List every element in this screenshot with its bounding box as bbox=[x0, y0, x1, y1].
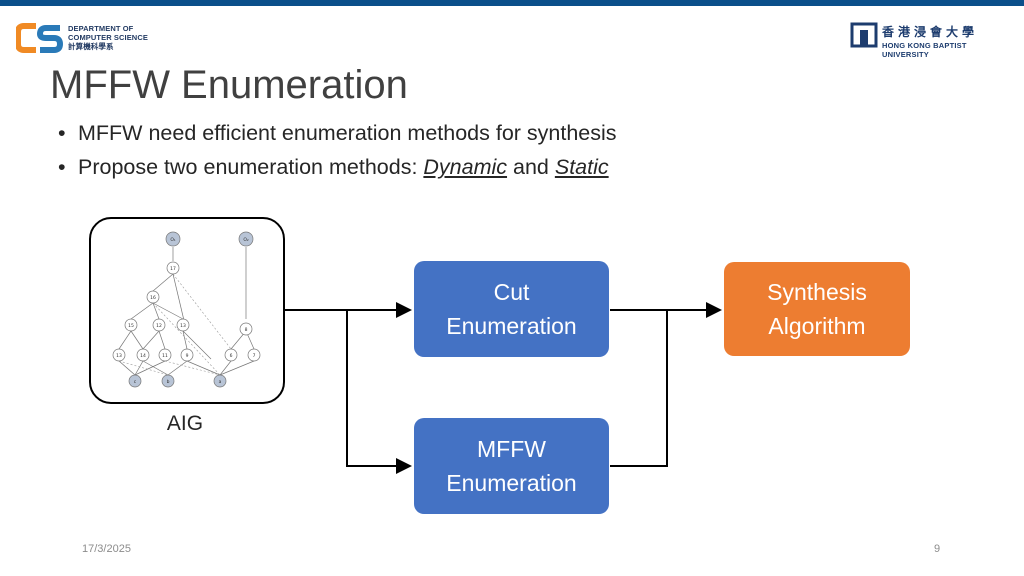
svg-text:11: 11 bbox=[162, 353, 168, 359]
aig-graph: O₁ O₂ 17 16 15 12 13 8 13 14 11 9 6 7 c … bbox=[112, 231, 261, 388]
bullet-list: •MFFW need efficient enumeration methods… bbox=[58, 116, 617, 184]
cs-department-logo: DEPARTMENT OF COMPUTER SCIENCE 計算機科學系 bbox=[15, 20, 176, 60]
svg-text:15: 15 bbox=[128, 323, 134, 329]
svg-text:O₂: O₂ bbox=[243, 237, 249, 243]
svg-text:13: 13 bbox=[116, 353, 122, 359]
mffw-enumeration-box: MFFW Enumeration bbox=[414, 418, 609, 514]
bullet-dot-icon: • bbox=[58, 155, 66, 179]
hkbu-crest-icon bbox=[850, 22, 878, 48]
cs-logo-icon bbox=[15, 23, 64, 53]
university-name-english: HONG KONG BAPTIST UNIVERSITY bbox=[882, 41, 967, 59]
svg-text:16: 16 bbox=[150, 295, 156, 301]
slide-title: MFFW Enumeration bbox=[50, 63, 408, 107]
svg-text:12: 12 bbox=[156, 323, 162, 329]
svg-text:O₁: O₁ bbox=[170, 237, 176, 243]
department-name: DEPARTMENT OF COMPUTER SCIENCE 計算機科學系 bbox=[68, 24, 148, 51]
svg-text:7: 7 bbox=[253, 353, 256, 359]
synthesis-algorithm-box: Synthesis Algorithm bbox=[724, 262, 910, 356]
svg-text:b: b bbox=[167, 379, 170, 385]
bullet-dot-icon: • bbox=[58, 121, 66, 145]
svg-text:8: 8 bbox=[245, 327, 248, 333]
aig-label: AIG bbox=[166, 412, 204, 435]
aig-graph-frame: O₁ O₂ 17 16 15 12 13 8 13 14 11 9 6 7 c … bbox=[89, 217, 285, 404]
svg-text:9: 9 bbox=[186, 353, 189, 359]
dynamic-term: Dynamic bbox=[423, 155, 508, 179]
bullet-item: •MFFW need efficient enumeration methods… bbox=[58, 116, 617, 150]
svg-text:17: 17 bbox=[170, 266, 176, 272]
university-name-chinese: 香港浸會大學 bbox=[882, 25, 979, 39]
svg-text:a: a bbox=[219, 380, 222, 385]
top-accent-bar bbox=[0, 0, 1024, 6]
cut-enumeration-box: Cut Enumeration bbox=[414, 261, 609, 357]
static-term: Static bbox=[554, 155, 609, 179]
slide-date: 17/3/2025 bbox=[82, 543, 131, 555]
hkbu-logo: 香港浸會大學 HONG KONG BAPTIST UNIVERSITY bbox=[850, 20, 1015, 59]
arrow-mffw-to-synthesis bbox=[610, 310, 668, 467]
svg-text:13: 13 bbox=[180, 323, 186, 329]
svg-text:c: c bbox=[134, 380, 137, 385]
bullet-item: •Propose two enumeration methods: Dynami… bbox=[58, 150, 617, 184]
arrow-aig-to-mffw bbox=[346, 310, 412, 474]
slide-number: 9 bbox=[934, 543, 941, 555]
svg-text:14: 14 bbox=[140, 353, 146, 359]
svg-text:6: 6 bbox=[230, 353, 233, 359]
